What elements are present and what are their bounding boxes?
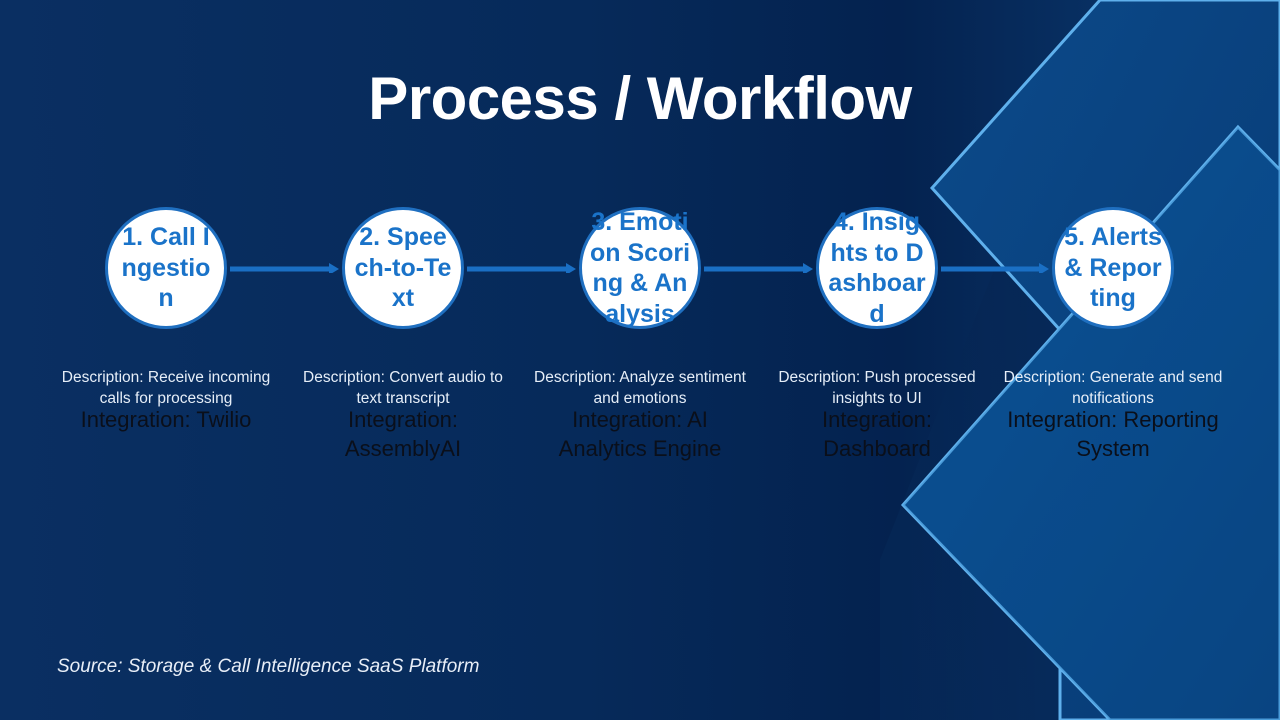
- step-integration: Integration: AssemblyAI: [344, 407, 462, 461]
- step-description: Description: Convert audio to text trans…: [303, 369, 503, 407]
- step-description: Description: Push processed insights to …: [778, 369, 976, 407]
- step-circle: [816, 207, 938, 329]
- diamond-shade: [903, 127, 1280, 720]
- source-note: Source: Storage & Call Intelligence SaaS…: [57, 656, 480, 677]
- step-label: 3. Emotion Scoring & Analysis: [590, 208, 691, 328]
- step-integration: Integration: AI Analytics Engine: [558, 407, 722, 461]
- arrow-icon: [230, 263, 339, 273]
- step-integration: Integration: Reporting System: [1007, 407, 1219, 461]
- step-description: Description: Analyze sentiment and emoti…: [534, 369, 746, 407]
- step-label: 4. Insights to Dashboard: [828, 208, 926, 328]
- slide-title: Process / Workflow: [368, 65, 912, 132]
- step-label: 2. Speech-to-Text: [354, 223, 452, 312]
- step-integration: Integration: Twilio: [80, 407, 252, 432]
- step-description: Description: Generate and send notificat…: [1003, 369, 1223, 407]
- step-integration: Integration: Dashboard: [821, 407, 933, 461]
- diamond-shape-lower: [900, 124, 1280, 720]
- step-label: 5. Alerts & Reporting: [1064, 223, 1162, 312]
- step-description: Description: Receive incoming calls for …: [61, 369, 271, 407]
- arrow-icon: [704, 263, 813, 273]
- step-circle: [579, 207, 701, 329]
- arrow-icon: [941, 263, 1049, 273]
- step-label: 1. Call Ingestion: [121, 223, 211, 312]
- step-circle: [342, 207, 464, 329]
- step-circle: [105, 207, 227, 329]
- arrow-icon: [467, 263, 576, 273]
- step-circle: [1052, 207, 1174, 329]
